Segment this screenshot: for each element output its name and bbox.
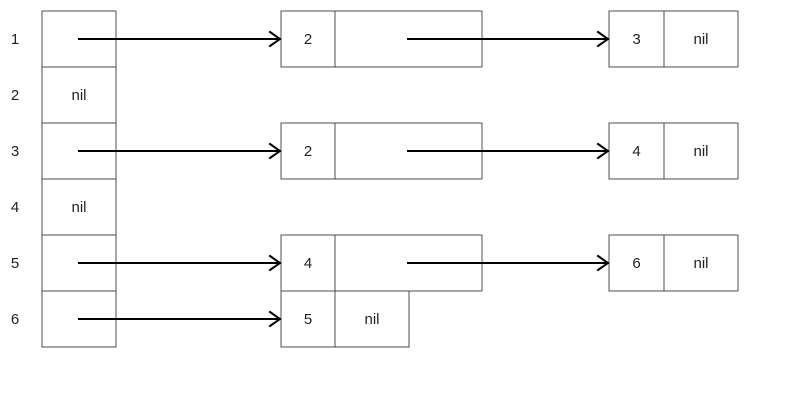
array-index-label-3: 3 <box>10 142 20 160</box>
pointer-arrows <box>78 30 610 328</box>
array-index-label-6: 6 <box>10 310 20 328</box>
node-r5n2-value: 6 <box>632 254 641 272</box>
node-r1n2-value: 3 <box>632 30 641 48</box>
array-cell-4-text: nil <box>71 198 87 216</box>
array-cell-2-text: nil <box>71 86 87 104</box>
head-arrow-row5 <box>78 254 282 272</box>
array-cell-3-text <box>42 123 116 179</box>
array-box <box>41 10 117 348</box>
array-index-label-5: 5 <box>10 254 20 272</box>
array-cell-5-text <box>42 235 116 291</box>
node-r3n2-value: 4 <box>632 142 641 160</box>
node-r6n1-next: nil <box>364 310 380 328</box>
node-r1n1-next <box>335 11 482 67</box>
node-r6n1-value: 5 <box>303 310 313 328</box>
node-r5n2-next: nil <box>693 254 709 272</box>
next-arrow-row1 <box>407 30 610 48</box>
node-r5n1-next <box>335 235 482 291</box>
node-r3n1-next <box>335 123 482 179</box>
array-index-label-4: 4 <box>10 198 20 216</box>
node-r1n1-value: 2 <box>303 30 313 48</box>
array-cell-1-text <box>42 11 116 67</box>
node-r3n2-next: nil <box>693 142 709 160</box>
node-r5n1-value: 4 <box>303 254 313 272</box>
head-arrow-row3 <box>78 142 282 160</box>
head-arrow-row6 <box>78 310 282 328</box>
node-r1n2-next: nil <box>693 30 709 48</box>
node-r3n1-value: 2 <box>303 142 313 160</box>
next-arrow-row5 <box>407 254 610 272</box>
array-cell-6-text <box>42 291 116 347</box>
next-arrow-row3 <box>407 142 610 160</box>
array-index-label-2: 2 <box>10 86 20 104</box>
head-arrow-row1 <box>78 30 282 48</box>
array-index-label-1: 1 <box>10 30 20 48</box>
